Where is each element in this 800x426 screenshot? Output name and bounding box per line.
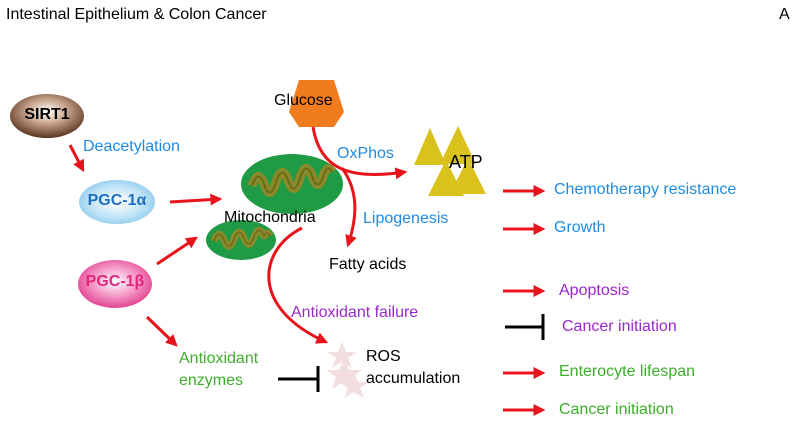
outcome-enterocyte-lifespan: Enterocyte lifespan bbox=[559, 363, 696, 380]
mitochondria-label: Mitochondria bbox=[224, 209, 316, 226]
inhibitions bbox=[278, 314, 545, 392]
glucose-hexagon bbox=[289, 80, 344, 127]
arrow-pgc1b-antioxidant bbox=[145, 315, 178, 347]
outcome-chemo-resistance: Chemotherapy resistance bbox=[554, 181, 737, 198]
arrow-to-fatty-acids bbox=[340, 167, 357, 248]
ros-label-line2: accumulation bbox=[366, 370, 461, 387]
glucose-label: Glucose bbox=[274, 92, 333, 109]
outcome-apoptosis: Apoptosis bbox=[559, 282, 630, 299]
lipogenesis-label: Lipogenesis bbox=[363, 210, 449, 227]
arrow-glucose-atp bbox=[311, 126, 408, 180]
pgc1a-label: PGC-1α bbox=[87, 192, 147, 209]
sirt1-label: SIRT1 bbox=[24, 106, 70, 123]
pgc1a-node bbox=[79, 180, 155, 224]
antioxidant-enzymes-line2: enzymes bbox=[179, 372, 244, 389]
fatty-acids-label: Fatty acids bbox=[329, 256, 407, 273]
antioxidant-failure-label: Antioxidant failure bbox=[291, 304, 419, 321]
pgc1b-label: PGC-1β bbox=[85, 273, 145, 290]
atp-triangles bbox=[414, 126, 486, 196]
ros-stars bbox=[326, 342, 369, 398]
outcome-cancer-initiation: Cancer initiation bbox=[559, 401, 674, 418]
outcome-growth: Growth bbox=[554, 219, 606, 236]
mitochondrion-small bbox=[206, 220, 276, 260]
ros-label-line1: ROS bbox=[366, 348, 401, 365]
deacetylation-label: Deacetylation bbox=[83, 138, 180, 155]
arrow-mito-ros bbox=[267, 226, 329, 344]
atp-label: ATP bbox=[449, 152, 483, 172]
page-title: Intestinal Epithelium & Colon Cancer bbox=[6, 6, 267, 23]
arrows bbox=[68, 126, 546, 416]
antioxidant-enzymes-line1: Antioxidant bbox=[179, 350, 259, 367]
arrow-sirt1-pgc1a bbox=[68, 144, 85, 173]
arrow-pgc1a-mito bbox=[169, 193, 223, 206]
arrow-pgc1b-mito bbox=[156, 236, 198, 266]
mitochondrion-large bbox=[241, 154, 343, 214]
oxphos-label: OxPhos bbox=[337, 145, 394, 162]
outcome-cancer-initiation-inhibited: Cancer initiation bbox=[562, 318, 677, 335]
pgc1b-node bbox=[78, 260, 152, 308]
sirt1-node bbox=[10, 94, 84, 138]
panel-letter: A bbox=[779, 6, 790, 23]
